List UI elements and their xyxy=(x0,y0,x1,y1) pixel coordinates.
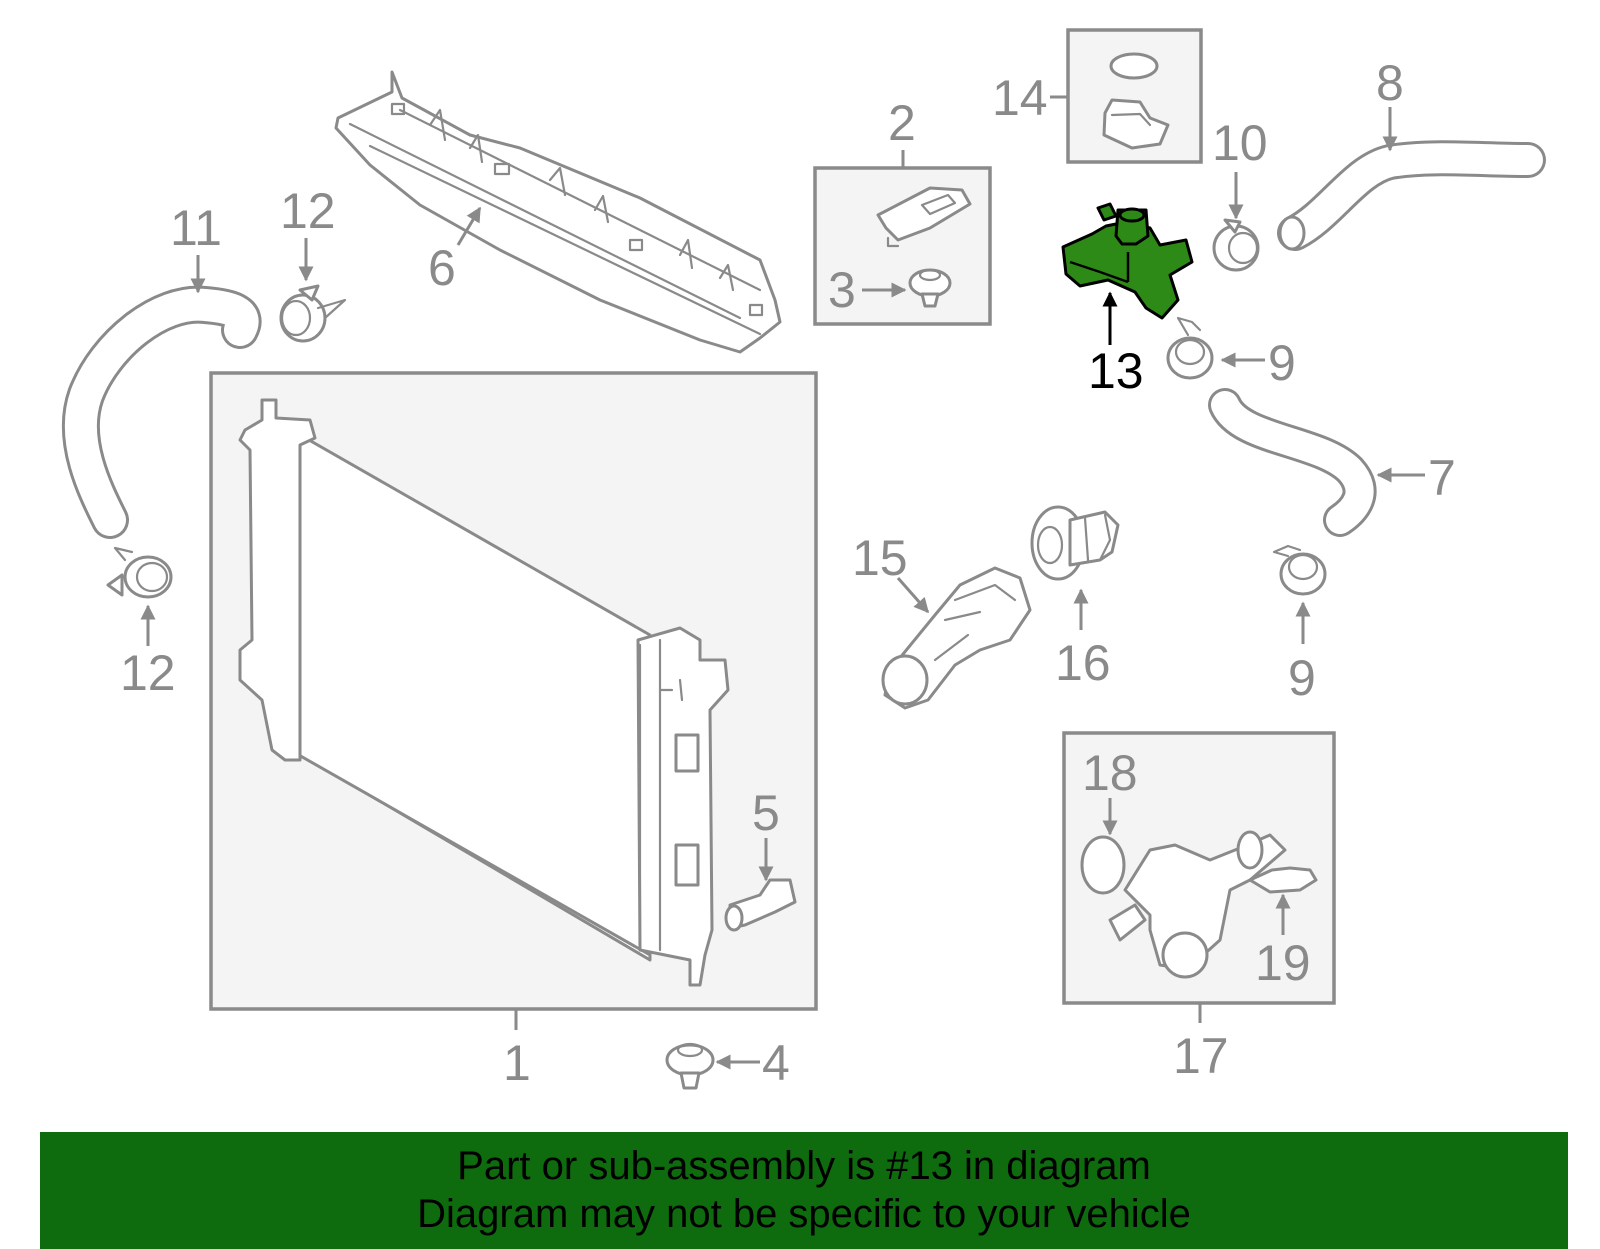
part-17-water-outlet-housing[interactable] xyxy=(1108,830,1287,979)
callout-13: 13 xyxy=(1088,343,1144,399)
callout-2: 2 xyxy=(888,95,916,151)
leader-4: 4 xyxy=(715,1035,790,1091)
leader-9-upper: 9 xyxy=(1220,335,1296,391)
callout-11: 11 xyxy=(170,200,222,256)
callout-1: 1 xyxy=(503,1035,531,1091)
part-9-hose-clamp-upper[interactable] xyxy=(1166,316,1214,380)
info-banner: Part or sub-assembly is #13 in diagram D… xyxy=(40,1132,1568,1249)
callout-7: 7 xyxy=(1428,450,1456,506)
callout-17: 17 xyxy=(1173,1028,1229,1084)
part-14-cap-and-seal[interactable] xyxy=(1102,52,1170,150)
callout-9-upper: 9 xyxy=(1268,335,1296,391)
part-7-bypass-hose[interactable] xyxy=(1208,388,1377,537)
part-5-sensor[interactable] xyxy=(724,878,797,932)
leader-18: 18 xyxy=(1082,745,1138,836)
leader-7: 7 xyxy=(1376,450,1456,506)
leader-12-lower: 12 xyxy=(120,604,176,701)
callout-6: 6 xyxy=(428,240,456,296)
callout-18: 18 xyxy=(1082,745,1138,801)
part-3-clip[interactable] xyxy=(908,268,952,308)
part-6-radiator-cover[interactable] xyxy=(334,70,782,354)
leader-8: 8 xyxy=(1376,55,1404,152)
callout-9-lower: 9 xyxy=(1288,650,1316,706)
part-16-thermostat[interactable] xyxy=(1030,505,1120,581)
leader-16: 16 xyxy=(1055,588,1111,691)
leader-6: 6 xyxy=(428,206,482,296)
part-12-hose-clamp-lower[interactable] xyxy=(106,546,173,599)
leader-12-upper: 12 xyxy=(280,183,336,282)
leader-10: 10 xyxy=(1212,115,1268,220)
part-4-clip[interactable] xyxy=(665,1042,715,1090)
callout-12-lower: 12 xyxy=(120,645,176,701)
callout-5: 5 xyxy=(752,785,780,841)
callout-19: 19 xyxy=(1255,935,1311,991)
leader-3: 3 xyxy=(828,262,907,318)
part-18-o-ring[interactable] xyxy=(1080,835,1126,895)
part-8-heater-hose[interactable] xyxy=(1277,140,1546,251)
leader-15: 15 xyxy=(852,530,930,614)
part-1-radiator[interactable] xyxy=(238,398,730,987)
callout-16: 16 xyxy=(1055,635,1111,691)
part-15-coolant-outlet[interactable] xyxy=(881,566,1032,710)
part-11-radiator-hose[interactable] xyxy=(61,285,262,539)
callout-10: 10 xyxy=(1212,115,1268,171)
part-13-highlighted-bracket[interactable] xyxy=(1061,202,1194,320)
part-12-hose-clamp-upper[interactable] xyxy=(279,284,347,343)
callout-14: 14 xyxy=(992,70,1048,126)
callout-4: 4 xyxy=(762,1035,790,1091)
part-9-hose-clamp-lower[interactable] xyxy=(1272,544,1327,596)
banner-line-1: Part or sub-assembly is #13 in diagram xyxy=(457,1144,1151,1188)
leader-19: 19 xyxy=(1255,893,1311,991)
group-box-14: 14 xyxy=(992,28,1203,164)
leader-13: 13 xyxy=(1088,291,1144,399)
callout-3: 3 xyxy=(828,262,856,318)
leader-9-lower: 9 xyxy=(1288,601,1316,706)
banner-line-2: Diagram may not be specific to your vehi… xyxy=(417,1192,1191,1236)
callout-12-upper: 12 xyxy=(280,183,336,239)
part-10-hose-clamp[interactable] xyxy=(1212,218,1260,272)
callout-15: 15 xyxy=(852,530,908,586)
callout-8: 8 xyxy=(1376,55,1404,111)
part-2-bracket[interactable] xyxy=(876,186,972,248)
leader-5: 5 xyxy=(752,785,780,882)
part-19-temperature-sensor[interactable] xyxy=(1248,866,1318,894)
leader-11: 11 xyxy=(170,200,222,294)
